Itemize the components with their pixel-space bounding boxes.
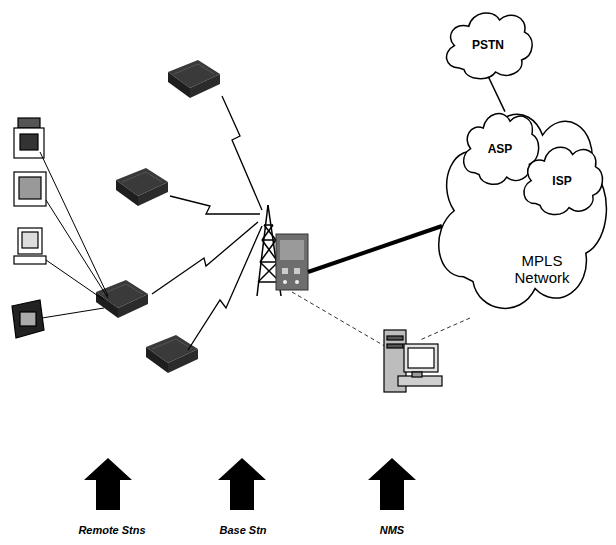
station-label: Base Stn	[219, 524, 266, 536]
station-label: Remote Stns	[78, 524, 145, 536]
cloud-node: PSTN	[440, 4, 536, 84]
customer-device	[12, 118, 46, 338]
backhaul-link	[308, 226, 442, 272]
cloud-label: PSTN	[472, 39, 504, 53]
remote-modem	[168, 60, 220, 98]
network-link	[488, 76, 505, 112]
station-label: NMS	[380, 524, 404, 536]
device-cable	[40, 152, 108, 318]
management-link	[292, 292, 470, 348]
block-arrow	[218, 458, 266, 510]
block-arrow	[368, 458, 416, 510]
remote-modem	[96, 280, 148, 318]
cloud-label: ISP	[552, 175, 571, 189]
radio-link	[152, 96, 262, 350]
nms-computer	[384, 330, 442, 392]
cloud-label: ASP	[488, 143, 513, 157]
cloud-node: MPLS Network ASP ISP	[426, 88, 614, 324]
cloud-label: MPLS Network	[506, 252, 578, 287]
cloud-node: ISP	[518, 138, 606, 220]
remote-modem	[116, 168, 168, 206]
base-station	[276, 234, 308, 290]
remote-modem	[146, 335, 198, 373]
block-arrow	[84, 458, 132, 510]
